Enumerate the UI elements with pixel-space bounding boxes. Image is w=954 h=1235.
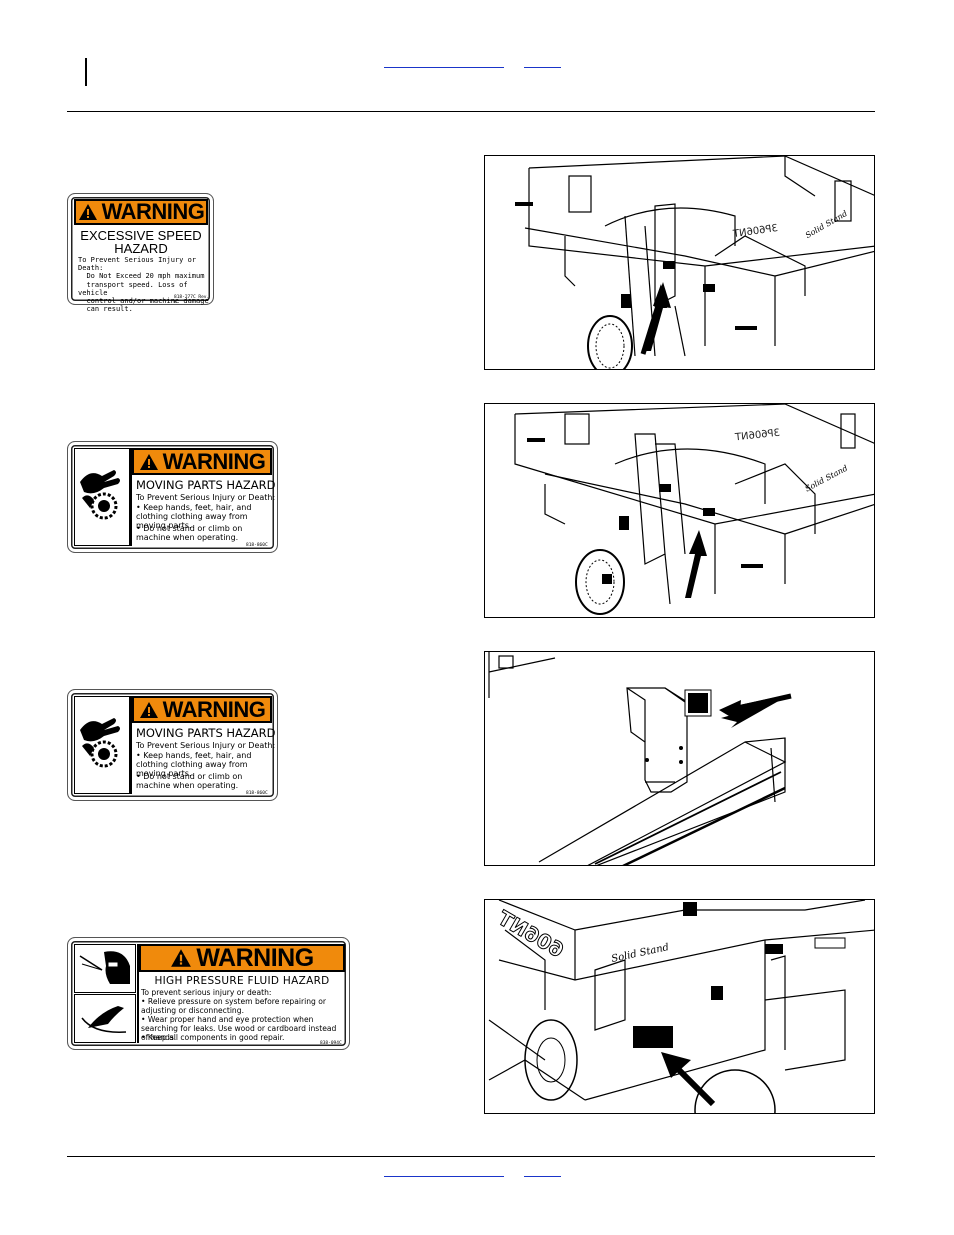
bullet-text: Keep hands, feet, hair, and clothing clo… [136,503,252,530]
moving-parts-decal-2: WARNING MOVING PARTS HAZARD To Prevent S… [67,689,278,801]
machine-drawing [488,900,874,1113]
bullet-text: Wear proper hand and eye protection when… [141,1015,337,1042]
machine-figure-4: 606NT Solid Stand [484,899,875,1114]
bullet-text: Keep all components in good repair. [147,1033,285,1042]
decal-bullet-1: • Relieve pressure on system before repa… [141,997,327,1015]
bullet-text: Do not stand or climb on machine when op… [136,772,243,790]
decal-bullet-2: • Do not stand or climb on machine when … [136,524,243,542]
decal-intro: To Prevent Serious Injury or Death: [136,493,276,502]
warning-banner: WARNING [132,448,272,475]
warning-banner-text: WARNING [162,696,266,722]
machine-drawing [515,156,874,369]
machine-figure-2: 3P606NT Solid Stand [484,403,875,618]
high-pressure-decal: WARNING HIGH PRESSURE FLUID HAZARD To pr… [67,937,350,1050]
decal-title: MOVING PARTS HAZARD [136,478,276,492]
footer-link-underline-1[interactable] [384,1176,504,1177]
header-link-underline-2[interactable] [524,67,561,68]
header-vertical-bar [85,58,87,86]
hand-chain-icon [74,448,130,546]
decal-intro: To prevent serious injury or death: [141,988,272,997]
bullet-text: Relieve pressure on system before repair… [141,997,327,1015]
decal-intro: To Prevent Serious Injury or Death: [136,741,276,750]
warning-triangle-icon [171,949,192,967]
decal-title: MOVING PARTS HAZARD [136,726,276,740]
moving-parts-decal-1: WARNING MOVING PARTS HAZARD To Prevent S… [67,441,278,553]
warning-triangle-icon [139,701,158,718]
machine-figure-1: 3P606NT Solid Stand [484,155,875,370]
decal-divider [137,944,139,1043]
warning-banner: WARNING [139,944,345,972]
footer-link-underline-2[interactable] [524,1176,561,1177]
decal-bullet-2: • Wear proper hand and eye protection wh… [141,1015,337,1042]
excessive-speed-decal: WARNING EXCESSIVE SPEED HAZARD To Preven… [67,193,214,313]
hand-chain-icon [74,696,130,794]
decal-bullet-1: • Keep hands, feet, hair, and clothing c… [136,751,252,778]
footer-rule [67,1156,875,1157]
decal-code: 818-277C Rev. B [174,295,210,305]
decal-divider [130,696,132,794]
decal-body-text: To Prevent Serious Injury or Death: Do N… [78,256,209,314]
decal-bullet-2: • Do not stand or climb on machine when … [136,772,243,790]
header-link-underline-1[interactable] [384,67,504,68]
face-spray-icon [74,944,136,993]
warning-triangle-icon [78,204,97,220]
header-rule [67,111,875,112]
decal-title-line2: HAZARD [114,241,168,256]
decal-code: 818-860C [246,791,268,796]
decal-bullet-1: • Keep hands, feet, hair, and clothing c… [136,503,252,530]
decal-bullet-3: • Keep all components in good repair. [141,1033,285,1042]
hand-spray-icon [74,994,136,1043]
warning-banner: WARNING [74,199,208,225]
decal-title-line1: EXCESSIVE SPEED [80,228,202,243]
decal-code: 818-860C [246,543,268,548]
warning-banner-text: WARNING [196,943,314,972]
warning-triangle-icon [139,453,158,470]
bullet-text: Do not stand or climb on machine when op… [136,524,243,542]
warning-banner: WARNING [132,696,272,723]
decal-title: HIGH PRESSURE FLUID HAZARD [154,975,330,987]
bracket-drawing [488,652,792,865]
machine-figure-3 [484,651,875,866]
decal-divider [130,448,132,546]
warning-banner-text: WARNING [101,199,205,224]
bullet-text: Keep hands, feet, hair, and clothing clo… [136,751,252,778]
machine-drawing [514,404,874,615]
warning-banner-text: WARNING [162,448,266,474]
decal-code: 838-094C [320,1041,342,1046]
